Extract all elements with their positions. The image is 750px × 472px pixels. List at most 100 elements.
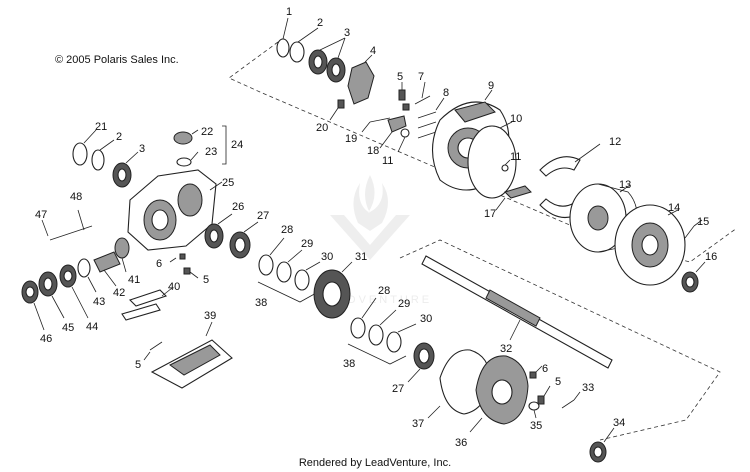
callout-28: 28 xyxy=(281,224,293,236)
part-35-washer xyxy=(528,401,540,419)
part-3-bearings xyxy=(308,37,346,83)
part-6-nut-upper xyxy=(402,103,410,111)
callout-10: 10 xyxy=(510,113,522,125)
callout-26: 26 xyxy=(232,201,244,213)
callout-35: 35 xyxy=(530,420,542,432)
callout-5-left: 5 xyxy=(203,274,209,286)
callout-28-lower: 28 xyxy=(378,285,390,297)
part-45-bearing xyxy=(38,271,65,319)
part-11-seal-lower xyxy=(501,159,511,172)
part-14-brake-cover xyxy=(614,204,686,286)
part-8-studs xyxy=(417,97,445,139)
callout-29: 29 xyxy=(301,238,313,250)
part-18-lever xyxy=(379,115,407,149)
part-5-bolt-left xyxy=(183,267,199,279)
callout-8: 8 xyxy=(443,87,449,99)
part-28-shim-upper xyxy=(258,237,285,276)
part-10-o-ring xyxy=(467,121,517,199)
callout-40: 40 xyxy=(168,281,180,293)
callout-36: 36 xyxy=(455,437,467,449)
callout-2: 2 xyxy=(317,17,323,29)
part-36-cover xyxy=(469,355,529,433)
callout-33: 33 xyxy=(582,382,594,394)
part-5-bolt-upper xyxy=(398,82,406,101)
group-24-bracket xyxy=(222,125,227,165)
part-19-spring-pin xyxy=(361,117,391,133)
callout-7: 7 xyxy=(418,71,424,83)
callout-13: 13 xyxy=(619,179,631,191)
part-27-bearing-upper xyxy=(229,221,259,259)
part-33-screw xyxy=(561,391,581,409)
callout-46: 46 xyxy=(40,333,52,345)
callout-45: 45 xyxy=(62,322,74,334)
part-42-pinion-shaft xyxy=(93,251,121,287)
callout-39: 39 xyxy=(204,310,216,322)
callout-18: 18 xyxy=(367,145,379,157)
callout-9: 9 xyxy=(488,80,494,92)
callout-27-lower: 27 xyxy=(392,383,404,395)
callout-19: 19 xyxy=(345,133,357,145)
callout-1: 1 xyxy=(286,6,292,18)
part-7-studs xyxy=(414,81,431,105)
upper-assembly-dashed-frame xyxy=(228,41,738,263)
callout-29-lower: 29 xyxy=(398,298,410,310)
callout-15: 15 xyxy=(697,216,709,228)
part-44-seal xyxy=(59,264,89,319)
callout-32: 32 xyxy=(500,343,512,355)
callout-31: 31 xyxy=(355,251,367,263)
part-31-ring-gear xyxy=(313,261,353,319)
part-28-shim-lower xyxy=(350,297,377,339)
callout-42: 42 xyxy=(113,287,125,299)
callout-38-lower: 38 xyxy=(343,358,355,370)
callout-14: 14 xyxy=(668,202,680,214)
callout-37: 37 xyxy=(412,418,424,430)
part-27-bearing-lower xyxy=(407,342,435,383)
callout-5-lower: 5 xyxy=(555,376,561,388)
part-3-bearing-left xyxy=(112,151,139,188)
callout-3-left: 3 xyxy=(139,143,145,155)
part-25-gearcase xyxy=(127,169,223,251)
copyright-text: © 2005 Polaris Sales Inc. xyxy=(55,54,179,66)
part-47-shaft xyxy=(41,219,93,241)
callout-6-left: 6 xyxy=(156,258,162,270)
part-2-snap-ring-left xyxy=(91,139,115,171)
part-22-vent-cap xyxy=(173,129,199,145)
callout-11-right: 11 xyxy=(510,151,521,163)
callout-12: 12 xyxy=(609,136,621,148)
part-6-nut-left xyxy=(169,253,186,263)
group-38-upper-bracket xyxy=(257,281,319,303)
part-32-axle-shaft xyxy=(421,255,613,369)
callout-30-lower: 30 xyxy=(420,313,432,325)
part-6-nut-lower xyxy=(529,365,543,379)
callout-4: 4 xyxy=(370,45,376,57)
rendered-by-text: Rendered by LeadVenture, Inc. xyxy=(299,457,451,469)
callout-23: 23 xyxy=(205,146,217,158)
part-40-bracket-plates xyxy=(121,287,173,321)
callout-11-left: 11 xyxy=(382,155,393,167)
callout-44: 44 xyxy=(86,321,98,333)
part-30-shim-lower xyxy=(386,323,417,353)
callout-30: 30 xyxy=(321,251,333,263)
callout-38-upper: 38 xyxy=(255,297,267,309)
group-38-lower-bracket xyxy=(347,343,407,365)
part-46-seal xyxy=(21,280,45,331)
part-20-bolt xyxy=(329,99,345,121)
part-48-pin xyxy=(77,209,85,231)
part-5-bolt-lower xyxy=(537,385,551,405)
callout-3: 3 xyxy=(344,27,350,39)
part-23-washer xyxy=(176,151,199,167)
part-2-snap-ring xyxy=(289,27,319,63)
callout-41: 41 xyxy=(128,274,140,286)
part-41-gear xyxy=(114,237,130,273)
callout-6-lower: 6 xyxy=(542,363,548,375)
callout-34: 34 xyxy=(613,417,625,429)
part-17-actuator-shaft xyxy=(495,185,532,211)
callout-2-left: 2 xyxy=(116,131,122,143)
axle-dashed-frame xyxy=(399,239,721,441)
part-4-caliper-bracket xyxy=(347,54,375,105)
callout-20: 20 xyxy=(316,122,328,134)
callout-21: 21 xyxy=(95,121,107,133)
part-21-snap-ring xyxy=(72,129,97,166)
callout-5-skid: 5 xyxy=(135,359,141,371)
callout-43: 43 xyxy=(93,296,105,308)
